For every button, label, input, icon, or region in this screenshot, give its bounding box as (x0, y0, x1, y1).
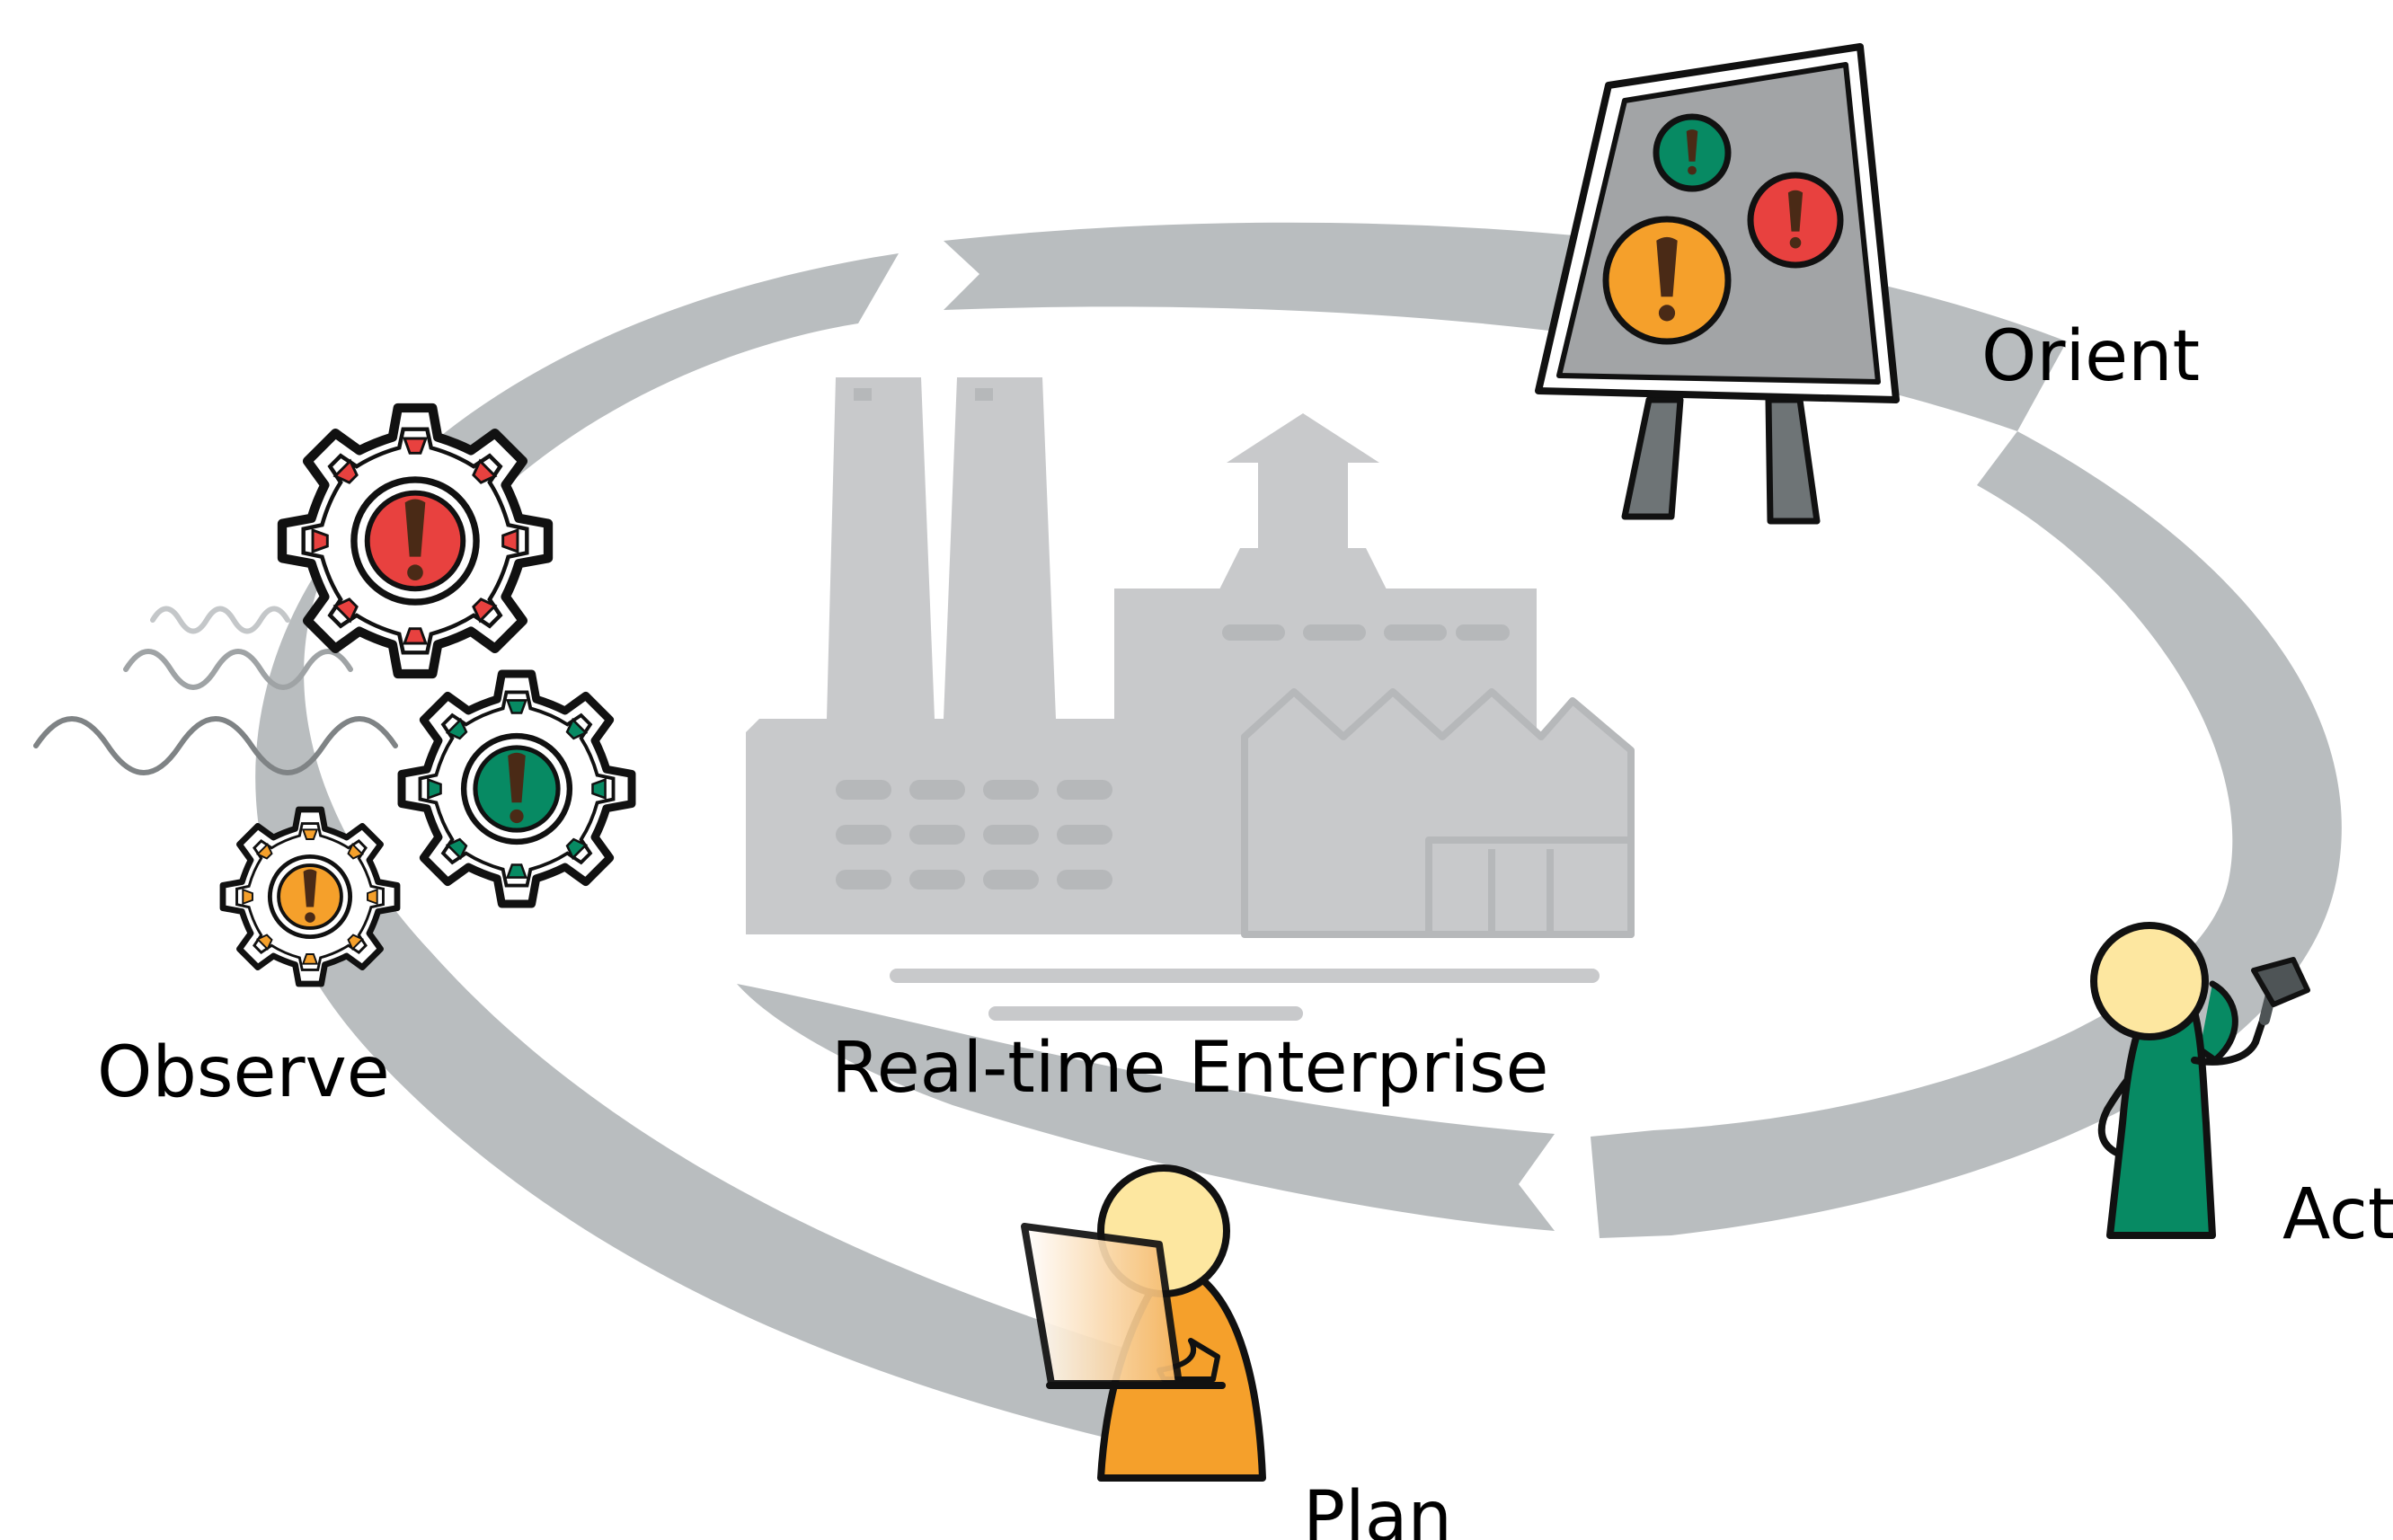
act-label: Act (2282, 1174, 2393, 1255)
gear-red-icon (282, 408, 548, 674)
factory-icon (746, 377, 1635, 1021)
act-person-icon (2090, 922, 2310, 1239)
plan-person-icon (1021, 1164, 1266, 1482)
plan-label: Plan (1303, 1477, 1452, 1540)
enterprise-label: Real-time Enterprise (831, 1028, 1549, 1109)
cycle-arrow-right (1591, 431, 2342, 1238)
cycle-arrow-left (255, 530, 1123, 1438)
gear-green-icon (402, 674, 632, 904)
gear-orange-icon (223, 810, 397, 984)
orient-board-icon (1535, 43, 1900, 525)
signal-waves (33, 606, 398, 775)
observe-label: Observe (97, 1032, 390, 1113)
orient-label: Orient (1981, 316, 2201, 397)
cycle-arrow-bottom-center (737, 984, 1555, 1231)
